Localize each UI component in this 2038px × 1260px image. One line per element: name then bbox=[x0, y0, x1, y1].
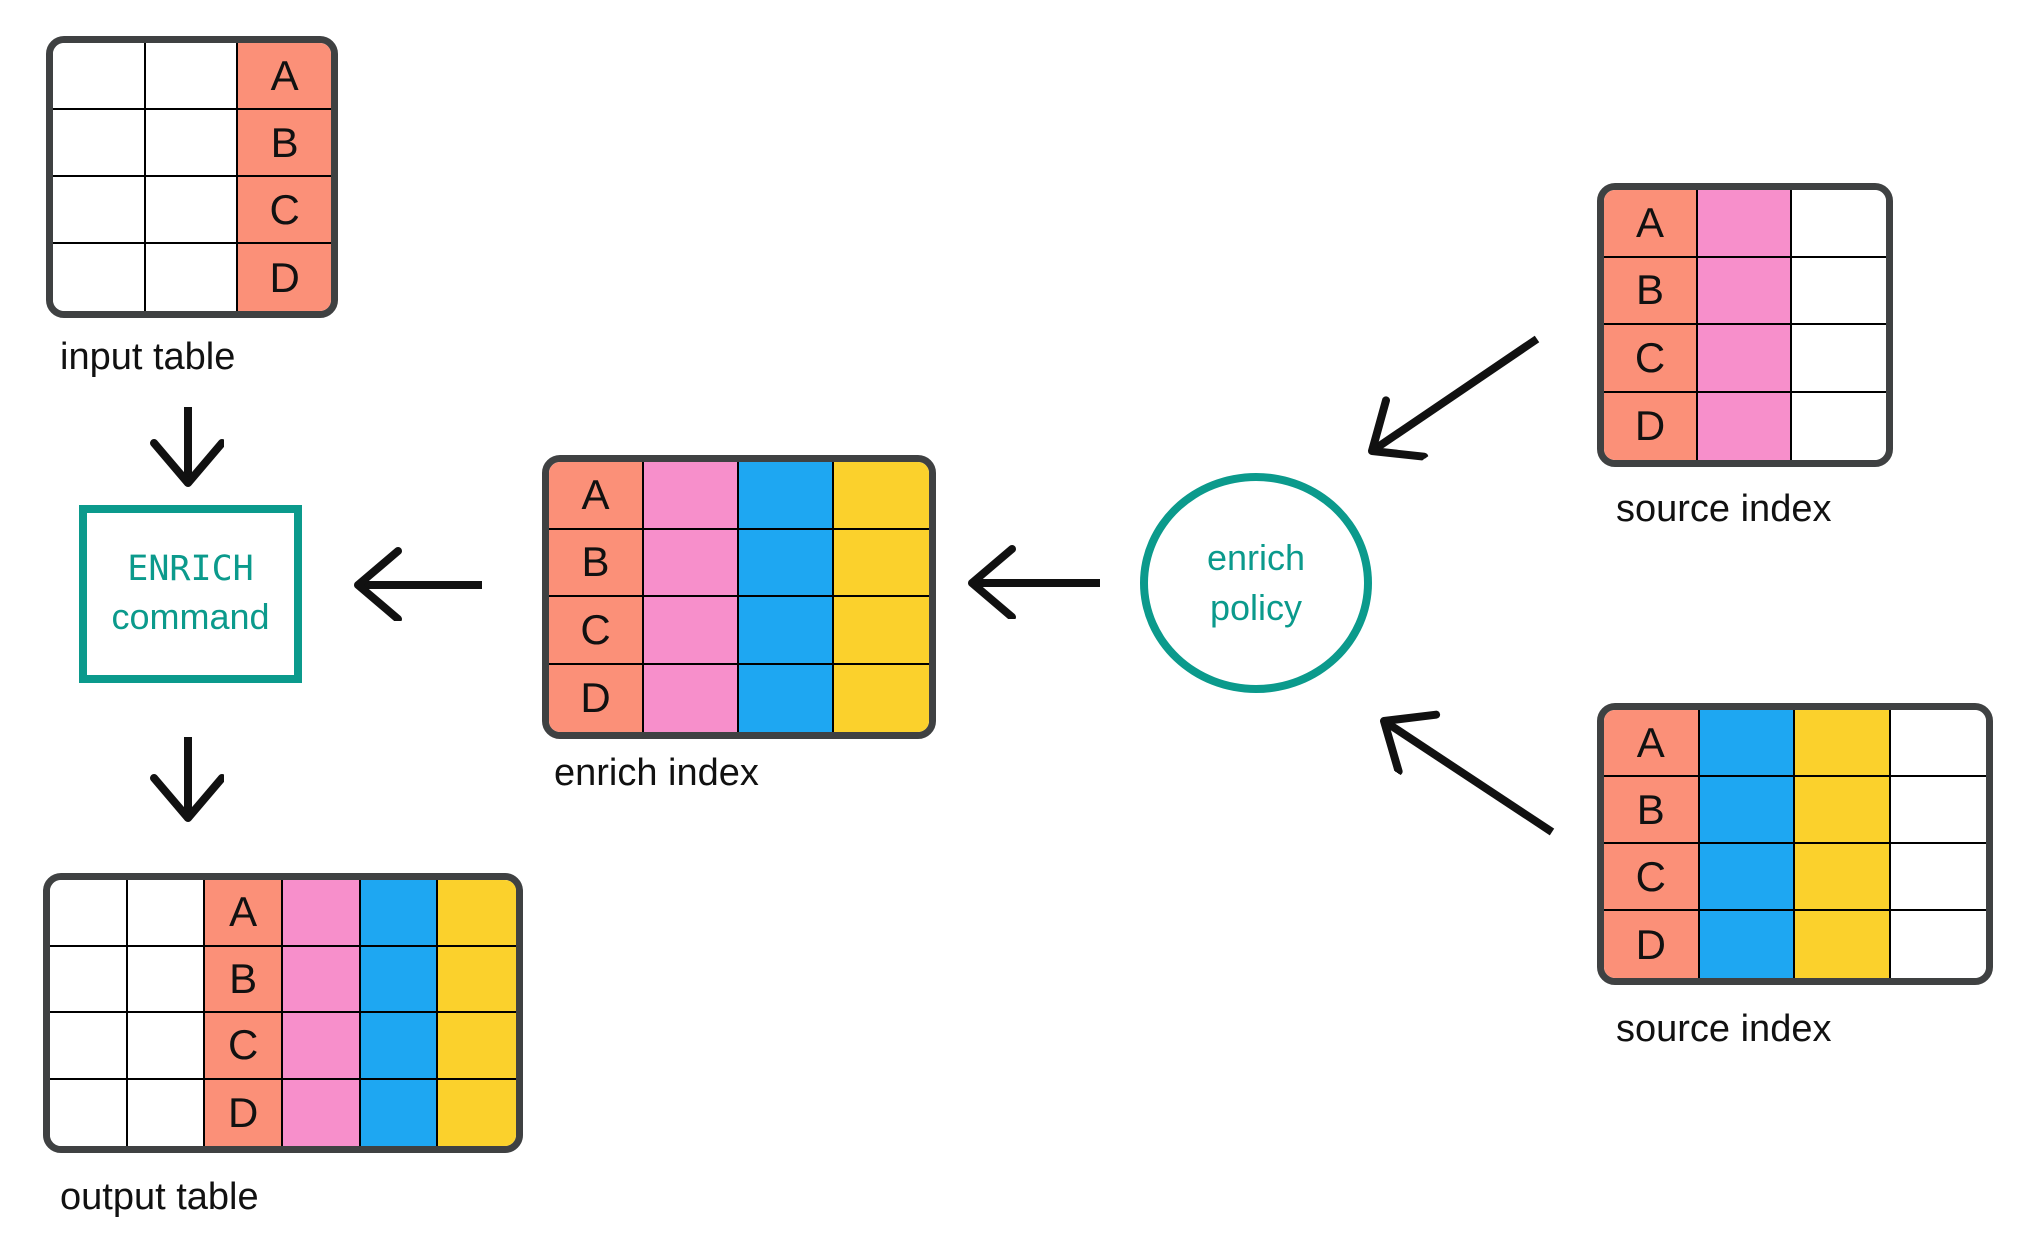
table-cell: A bbox=[1604, 190, 1698, 258]
table-cell bbox=[739, 597, 834, 665]
table-cell bbox=[50, 880, 128, 947]
table-cell bbox=[360, 946, 439, 1013]
table-cell bbox=[1792, 392, 1886, 460]
table-cell bbox=[53, 244, 146, 311]
input-table-label: input table bbox=[60, 336, 236, 378]
table-cell bbox=[438, 1013, 516, 1080]
table-cell bbox=[1890, 777, 1986, 844]
table-cell bbox=[50, 946, 128, 1013]
enrich-command-keyword: ENRICH bbox=[127, 549, 254, 590]
table-cell bbox=[644, 529, 739, 597]
table-cell bbox=[145, 244, 239, 311]
table-cell bbox=[145, 43, 239, 110]
table-cell bbox=[1890, 844, 1986, 911]
table-cell bbox=[282, 1079, 361, 1146]
table-cell: D bbox=[238, 244, 331, 311]
table-cell bbox=[834, 664, 929, 732]
table-cell bbox=[1795, 844, 1891, 911]
table-cell bbox=[1698, 392, 1792, 460]
table-cell: D bbox=[549, 664, 644, 732]
table-cell: B bbox=[205, 946, 283, 1013]
enrich-policy-word2: policy bbox=[1209, 587, 1303, 628]
table-cell bbox=[739, 462, 834, 530]
table-cell: C bbox=[1604, 325, 1698, 393]
source-index-top-label: source index bbox=[1616, 488, 1832, 530]
table-cell bbox=[127, 1079, 206, 1146]
table-cell bbox=[644, 462, 739, 530]
enrich-command-word: command bbox=[111, 596, 270, 638]
table-cell: A bbox=[205, 880, 283, 947]
table-cell: A bbox=[549, 462, 644, 530]
table-cell bbox=[1795, 777, 1891, 844]
arrow-source-bottom-to-policy bbox=[1384, 721, 1555, 836]
table-cell: A bbox=[1604, 710, 1700, 777]
table-cell bbox=[145, 110, 239, 177]
arrow-source-top-to-policy bbox=[1372, 335, 1540, 451]
table-cell: B bbox=[1604, 777, 1700, 844]
table-cell bbox=[127, 946, 206, 1013]
table-cell: C bbox=[549, 597, 644, 665]
table-cell bbox=[1890, 710, 1986, 777]
table-cell bbox=[360, 1079, 439, 1146]
table-cell bbox=[1699, 844, 1795, 911]
table-cell bbox=[1792, 257, 1886, 325]
table-cell: B bbox=[549, 529, 644, 597]
enrich-policy-circle: enrich policy bbox=[1140, 473, 1372, 693]
table-cell bbox=[1698, 190, 1792, 258]
table-cell bbox=[1890, 911, 1986, 978]
table-cell bbox=[739, 529, 834, 597]
table-cell: D bbox=[1604, 392, 1698, 460]
table-cell: D bbox=[1604, 911, 1700, 978]
table-cell bbox=[145, 177, 239, 244]
table-cell: C bbox=[238, 177, 331, 244]
table-cell bbox=[282, 946, 361, 1013]
enrich-index-label: enrich index bbox=[554, 752, 759, 794]
table-cell bbox=[1795, 911, 1891, 978]
table-cell bbox=[834, 529, 929, 597]
table-cell: D bbox=[205, 1079, 283, 1146]
table-cell bbox=[1699, 911, 1795, 978]
table-cell bbox=[644, 664, 739, 732]
enrich-command-box: ENRICH command bbox=[79, 505, 302, 683]
table-cell bbox=[50, 1079, 128, 1146]
table-cell bbox=[438, 946, 516, 1013]
table-cell bbox=[438, 880, 516, 947]
table-cell: A bbox=[238, 43, 331, 110]
enrich-policy-word1: enrich bbox=[1206, 536, 1306, 578]
table-cell bbox=[1792, 190, 1886, 258]
table-cell bbox=[834, 462, 929, 530]
table-cell bbox=[50, 1013, 128, 1080]
table-cell: B bbox=[238, 110, 331, 177]
table-cell bbox=[1698, 325, 1792, 393]
table-cell bbox=[360, 1013, 439, 1080]
table-cell bbox=[644, 597, 739, 665]
table-cell bbox=[1699, 710, 1795, 777]
table-cell bbox=[53, 177, 146, 244]
table-cell bbox=[739, 664, 834, 732]
output-table-label: output table bbox=[60, 1176, 259, 1218]
table-cell bbox=[127, 880, 206, 947]
table-cell bbox=[360, 880, 439, 947]
table-cell bbox=[834, 597, 929, 665]
table-cell bbox=[1699, 777, 1795, 844]
table-cell bbox=[53, 43, 146, 110]
table-cell bbox=[282, 1013, 361, 1080]
table-cell bbox=[1698, 257, 1792, 325]
table-cell bbox=[1792, 325, 1886, 393]
table-cell bbox=[1795, 710, 1891, 777]
table-cell bbox=[127, 1013, 206, 1080]
table-cell: C bbox=[205, 1013, 283, 1080]
table-cell bbox=[438, 1079, 516, 1146]
table-cell: B bbox=[1604, 257, 1698, 325]
source-index-bottom-label: source index bbox=[1616, 1008, 1832, 1050]
table-cell bbox=[53, 110, 146, 177]
table-cell: C bbox=[1604, 844, 1700, 911]
table-cell bbox=[282, 880, 361, 947]
